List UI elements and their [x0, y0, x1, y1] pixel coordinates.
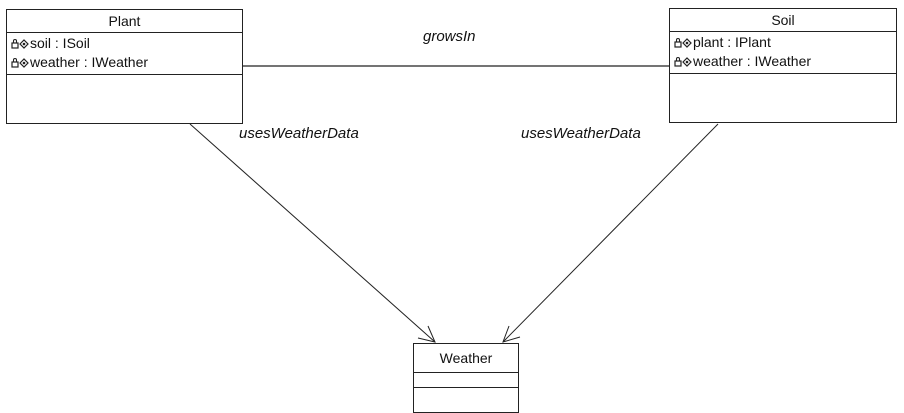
association-line-soil-weather — [502, 123, 719, 343]
attribute-row[interactable]: weather : IWeather — [11, 53, 242, 72]
attribute-row[interactable]: weather : IWeather — [674, 52, 896, 71]
attribute-text: plant : IPlant — [693, 34, 771, 50]
association-label-grows-in: growsIn — [423, 28, 476, 45]
attribute-text: weather : IWeather — [693, 53, 812, 69]
operation-compartment — [414, 388, 518, 404]
private-attribute-icon — [11, 57, 29, 68]
operation-compartment — [670, 74, 896, 90]
private-attribute-icon — [674, 37, 692, 48]
class-name: Weather — [414, 344, 518, 373]
arrowhead-soil-weather — [502, 325, 521, 343]
attribute-compartment: plant : IPlant weather : IWeather — [670, 32, 896, 74]
class-name: Plant — [7, 10, 242, 33]
class-soil[interactable]: Soil plant : IPlant weather : IWea — [669, 8, 897, 123]
private-attribute-icon — [11, 38, 29, 49]
attribute-text: weather : IWeather — [30, 54, 149, 70]
class-name: Soil — [670, 9, 896, 32]
class-plant[interactable]: Plant soil : ISoil weather : IWeat — [6, 9, 243, 124]
attribute-text: soil : ISoil — [30, 35, 90, 51]
attribute-compartment: soil : ISoil weather : IWeather — [7, 33, 242, 75]
attribute-row[interactable]: plant : IPlant — [674, 33, 896, 52]
operation-compartment — [7, 75, 242, 91]
attribute-row[interactable]: soil : ISoil — [11, 34, 242, 53]
arrowhead-plant-weather — [417, 325, 436, 343]
private-attribute-icon — [674, 56, 692, 67]
association-label-soil-uses-weather: usesWeatherData — [521, 125, 641, 142]
association-line-plant-weather — [189, 123, 436, 343]
attribute-compartment — [414, 373, 518, 388]
class-weather[interactable]: Weather — [413, 343, 519, 413]
association-label-plant-uses-weather: usesWeatherData — [239, 125, 359, 142]
